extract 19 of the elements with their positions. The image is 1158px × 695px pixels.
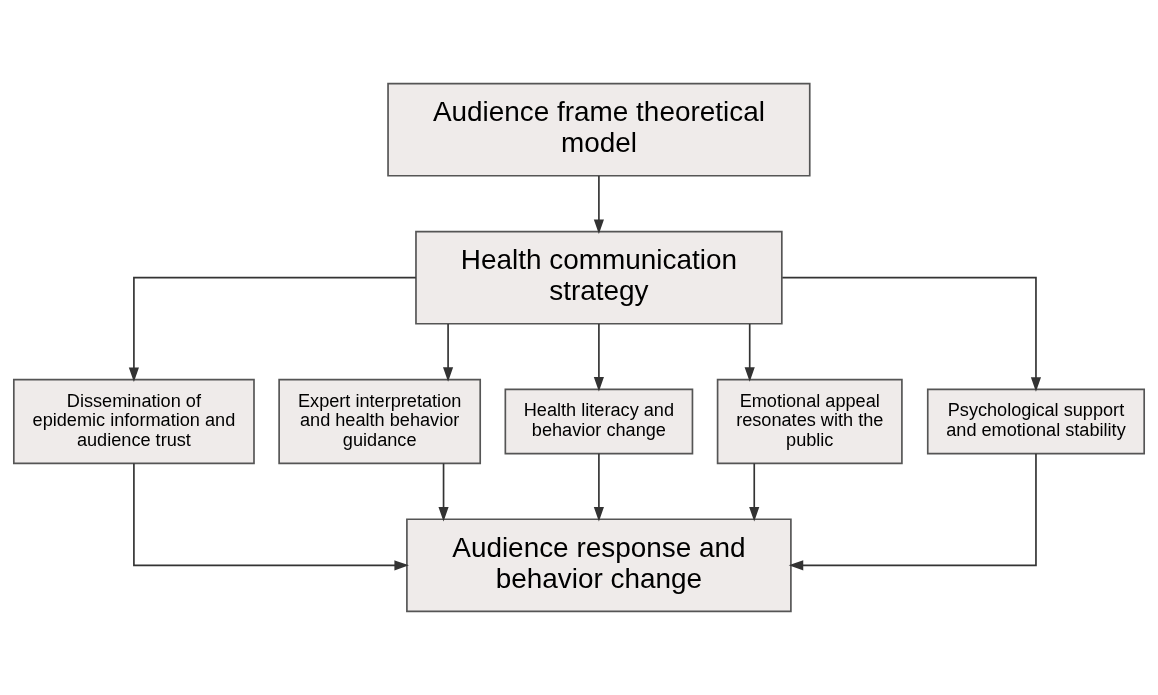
- arrow: [788, 452, 1037, 571]
- arrow: [133, 462, 409, 571]
- arrow: [438, 462, 449, 522]
- arrow: [593, 452, 604, 522]
- arrow: [744, 323, 755, 382]
- node-box: Audience frame theoretical model: [387, 82, 811, 177]
- node-box: Health literacy and behavior change: [504, 388, 694, 455]
- arrow: [128, 276, 417, 383]
- node-box: Emotional appeal resonates with the public: [716, 378, 903, 465]
- node-box: Health communication strategy: [415, 230, 783, 325]
- node-box: Audience response and behavior change: [406, 518, 792, 613]
- node-box: Psychological support and emotional stability: [926, 388, 1145, 455]
- node-box: Dissemination of epidemic information and audience trust: [13, 378, 255, 465]
- node-box: Expert interpretation and health behavior guidance: [278, 378, 482, 465]
- arrow: [781, 276, 1042, 392]
- arrow: [593, 323, 604, 392]
- arrow: [749, 462, 760, 522]
- arrow: [593, 175, 604, 234]
- arrow: [443, 323, 454, 382]
